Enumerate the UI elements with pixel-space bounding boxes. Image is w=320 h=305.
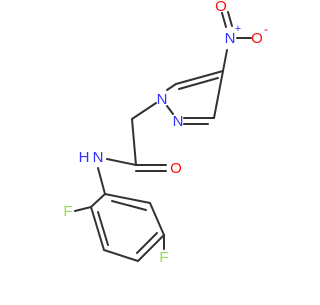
bond-ch2-carbonyl (131, 118, 137, 166)
bond-ar1-ar2 (90, 193, 106, 208)
fluorine-bottom-label: F (159, 249, 168, 266)
nitro-plus-charge: + (235, 23, 241, 35)
molecule-canvas: N + O - O N N O N H F F (63, 0, 268, 266)
bond-ar6-ar1 (104, 193, 151, 204)
bond-nh-aryl (97, 167, 106, 195)
nitro-minus-charge: - (264, 22, 268, 36)
bond-ar5-ar6 (149, 202, 165, 236)
bond-n2-n1 (166, 105, 174, 115)
bond-ar3-ar4 (103, 249, 139, 262)
bond-ar4-ar5-inner (136, 232, 158, 254)
bond-n1-c5 (166, 83, 177, 91)
fluorine-top-label: F (63, 203, 72, 220)
bond-c4-c5-a (175, 70, 224, 85)
bond-ar4-ar5 (137, 234, 165, 262)
nitro-oxygen-single-label: O (251, 30, 263, 47)
bond-nitro-n-o-double-b (227, 11, 233, 27)
pyrazole-n2-label: N (173, 113, 184, 130)
bond-ar6-ar1-inner (111, 200, 147, 211)
bond-carbonyl-nh (106, 158, 137, 166)
bond-n1-ch2 (131, 102, 157, 120)
amide-hydrogen-label: H (79, 149, 90, 166)
bond-c4-c3 (213, 70, 224, 119)
amide-nitrogen-label: N (93, 149, 104, 166)
bond-c4-nitro-n (222, 49, 228, 72)
pyrazole-n1-label: N (157, 91, 168, 108)
amide-oxygen-label: O (170, 160, 182, 177)
nitro-oxygen-double-label: O (215, 0, 227, 15)
bond-ar2-ar3 (90, 206, 105, 251)
molecule-structure: N + O - O N N O N H F F (63, 0, 268, 266)
bond-c4-c5-b (178, 77, 219, 90)
bond-nitro-n-o-double-a (221, 12, 227, 28)
bond-ar2-ar3-inner (97, 211, 109, 246)
bond-ar2-f (74, 206, 92, 212)
nitro-nitrogen-label: N (225, 30, 236, 47)
